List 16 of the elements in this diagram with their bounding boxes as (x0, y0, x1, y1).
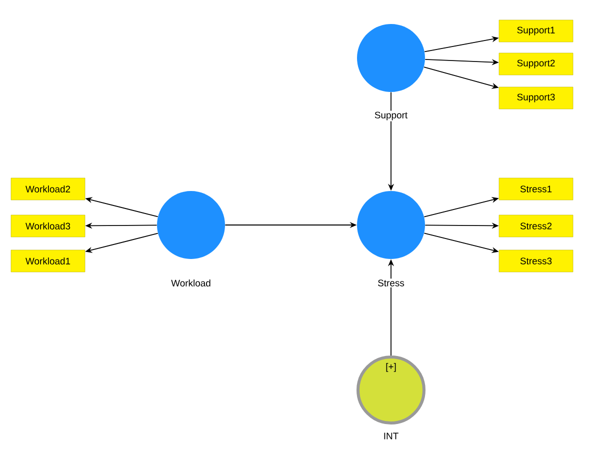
construct-label: Workload (170, 278, 212, 288)
construct-label: Support (373, 110, 409, 122)
construct-label: Stress (376, 278, 406, 288)
construct-circle (357, 24, 425, 92)
indicator-box: Stress3 (498, 250, 574, 272)
indicator-box: Workload3 (10, 214, 86, 238)
indicator-box: Support3 (498, 86, 574, 110)
indicator-box: Stress1 (498, 178, 574, 200)
indicator-box: Support1 (498, 20, 574, 42)
construct-circle (357, 191, 425, 259)
indicator-box: Workload2 (10, 178, 86, 200)
construct-circle (157, 191, 225, 259)
indicator-box: Stress2 (498, 214, 574, 238)
indicator-box: Workload1 (10, 250, 86, 272)
indicator-box: Support2 (498, 52, 574, 76)
construct-label: INT (382, 432, 400, 440)
